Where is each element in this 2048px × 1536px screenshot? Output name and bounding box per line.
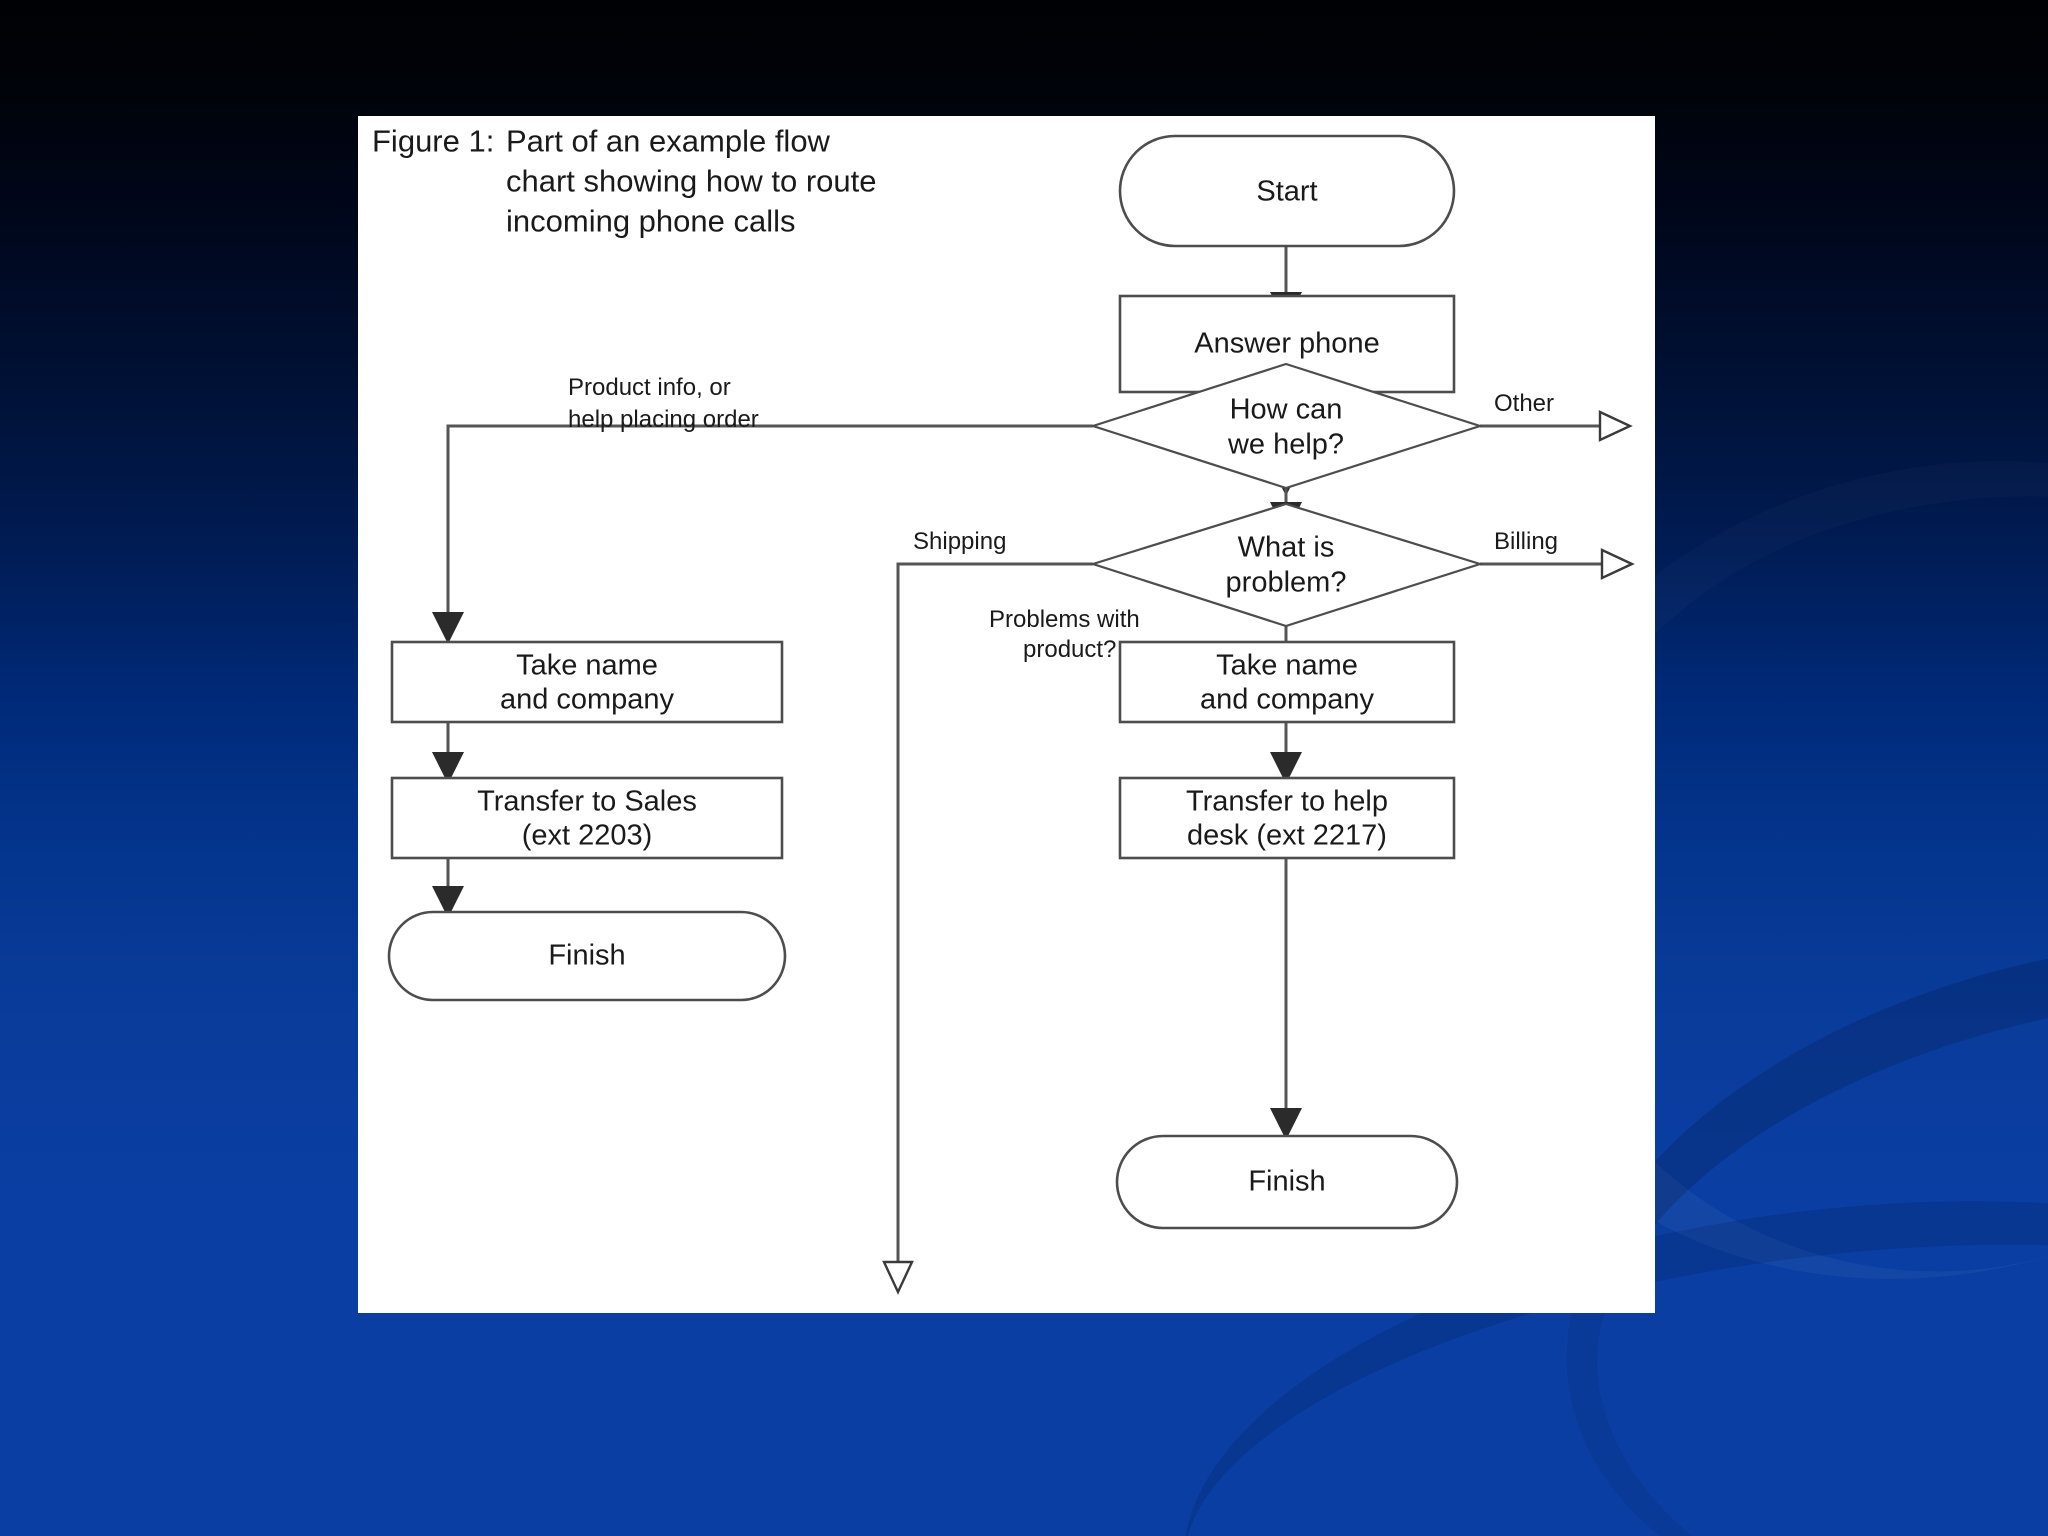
node-finish-right[interactable]: Finish xyxy=(1115,1134,1459,1230)
node-transfer-to-help-desk[interactable]: Transfer to help desk (ext 2217) xyxy=(1118,776,1456,860)
node-finish-left-shape xyxy=(387,910,787,1002)
node-finish-right-shape xyxy=(1115,1134,1459,1230)
node-transfer-to-sales[interactable]: Transfer to Sales (ext 2203) xyxy=(390,776,784,860)
node-start-shape xyxy=(1118,134,1456,248)
edge-label-shipping: Shipping xyxy=(913,528,1006,555)
figure-caption: Figure 1: Part of an example flow chart … xyxy=(372,123,877,238)
caption-line-3: incoming phone calls xyxy=(506,203,796,238)
node-start-label: Start xyxy=(1256,176,1317,208)
edge-whatproblem-to-shipping xyxy=(882,562,1093,1295)
figure-panel: Figure 1: Part of an example flow chart … xyxy=(358,116,1655,1313)
node-transfer-to-sales-shape xyxy=(390,776,784,860)
node-how-can-we-help-label-line1: How can xyxy=(1230,394,1343,426)
edge-label-other: Other xyxy=(1494,390,1554,417)
edge-label-product-info-line2: help placing order xyxy=(568,406,759,433)
node-take-name-left[interactable]: Take name and company xyxy=(390,640,784,724)
edge-transfer-sales-to-finish-left xyxy=(432,856,464,918)
node-how-can-we-help[interactable]: How can we help? xyxy=(1089,362,1484,490)
node-transfer-to-help-desk-shape xyxy=(1118,776,1456,860)
edge-label-product-info-line1: Product info, or xyxy=(568,374,731,401)
node-finish-left[interactable]: Finish xyxy=(387,910,787,1002)
node-transfer-to-help-desk-label-line1: Transfer to help xyxy=(1186,786,1388,818)
node-transfer-to-help-desk-label-line2: desk (ext 2217) xyxy=(1187,820,1387,852)
node-transfer-to-sales-label-line1: Transfer to Sales xyxy=(477,786,697,818)
edge-take-name-left-to-transfer-sales xyxy=(432,720,464,784)
node-how-can-we-help-shape xyxy=(1089,362,1484,490)
edge-howhelp-to-take-name-left xyxy=(432,424,1093,644)
node-answer-phone[interactable]: Answer phone xyxy=(1118,294,1456,394)
node-take-name-right-label-line1: Take name xyxy=(1216,650,1358,682)
node-what-is-problem-label-line1: What is xyxy=(1238,532,1335,564)
edge-whatproblem-to-billing xyxy=(1480,548,1635,580)
node-take-name-right-label-line2: and company xyxy=(1200,684,1375,716)
node-what-is-problem[interactable]: What is problem? xyxy=(1089,502,1484,628)
node-answer-phone-label: Answer phone xyxy=(1194,328,1379,360)
node-start[interactable]: Start xyxy=(1118,134,1456,248)
node-what-is-problem-label-line2: problem? xyxy=(1226,567,1347,599)
node-what-is-problem-shape xyxy=(1089,502,1484,628)
node-how-can-we-help-label-line2: we help? xyxy=(1227,429,1344,461)
caption-line-2: chart showing how to route xyxy=(506,163,877,198)
caption-label: Figure 1: xyxy=(372,123,494,158)
node-take-name-right[interactable]: Take name and company xyxy=(1118,640,1456,724)
node-take-name-left-shape xyxy=(390,640,784,724)
edge-label-billing: Billing xyxy=(1494,528,1558,555)
node-finish-left-label: Finish xyxy=(548,940,625,972)
node-take-name-left-label-line2: and company xyxy=(500,684,675,716)
flowchart-svg: Figure 1: Part of an example flow chart … xyxy=(372,123,1635,1295)
edge-howhelp-to-other xyxy=(1480,410,1633,442)
node-take-name-right-shape xyxy=(1118,640,1456,724)
edge-label-problems-with-product-line1: Problems with xyxy=(989,606,1140,633)
node-transfer-to-sales-label-line2: (ext 2203) xyxy=(522,820,653,852)
edge-label-problems-with-product-line2: product? xyxy=(1023,636,1116,663)
edge-transfer-help-to-finish-right xyxy=(1270,856,1302,1140)
caption-line-1: Part of an example flow xyxy=(506,123,831,158)
edge-take-name-right-to-transfer-help xyxy=(1270,720,1302,784)
node-take-name-left-label-line1: Take name xyxy=(516,650,658,682)
node-finish-right-label: Finish xyxy=(1248,1166,1325,1198)
